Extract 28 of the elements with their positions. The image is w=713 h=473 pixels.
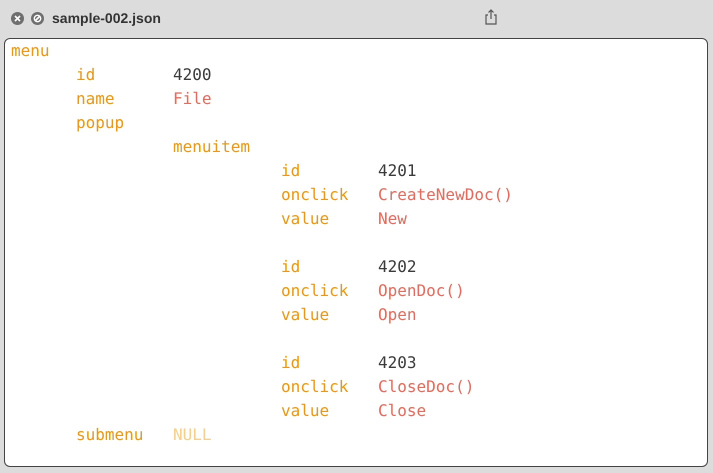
json-key: onclick (281, 377, 348, 397)
json-key: onclick (281, 185, 348, 205)
json-number: 4201 (378, 161, 417, 181)
json-string: File (173, 89, 212, 109)
json-key: name (76, 89, 115, 109)
json-string: Close (378, 401, 426, 421)
json-key: id (76, 65, 96, 85)
json-key: onclick (281, 281, 348, 301)
json-key: id (281, 257, 300, 277)
json-number: 4202 (378, 257, 417, 277)
json-number: 4203 (378, 353, 417, 373)
json-key: value (281, 209, 330, 229)
json-key: submenu (76, 425, 144, 445)
json-string: OpenDoc() (378, 281, 465, 301)
json-key: menu (11, 41, 50, 61)
json-key: id (281, 353, 300, 373)
json-key: popup (76, 113, 124, 133)
json-key: menuitem (173, 137, 250, 157)
json-null: NULL (173, 425, 212, 445)
json-string: CreateNewDoc() (378, 185, 513, 205)
window-title: sample-002.json (52, 10, 161, 26)
json-key: value (281, 401, 330, 421)
json-key: id (281, 161, 300, 181)
json-string: CloseDoc() (378, 377, 474, 397)
json-string: New (378, 209, 407, 229)
json-key: value (281, 305, 330, 325)
json-string: Open (378, 305, 417, 325)
json-number: 4200 (173, 65, 212, 85)
